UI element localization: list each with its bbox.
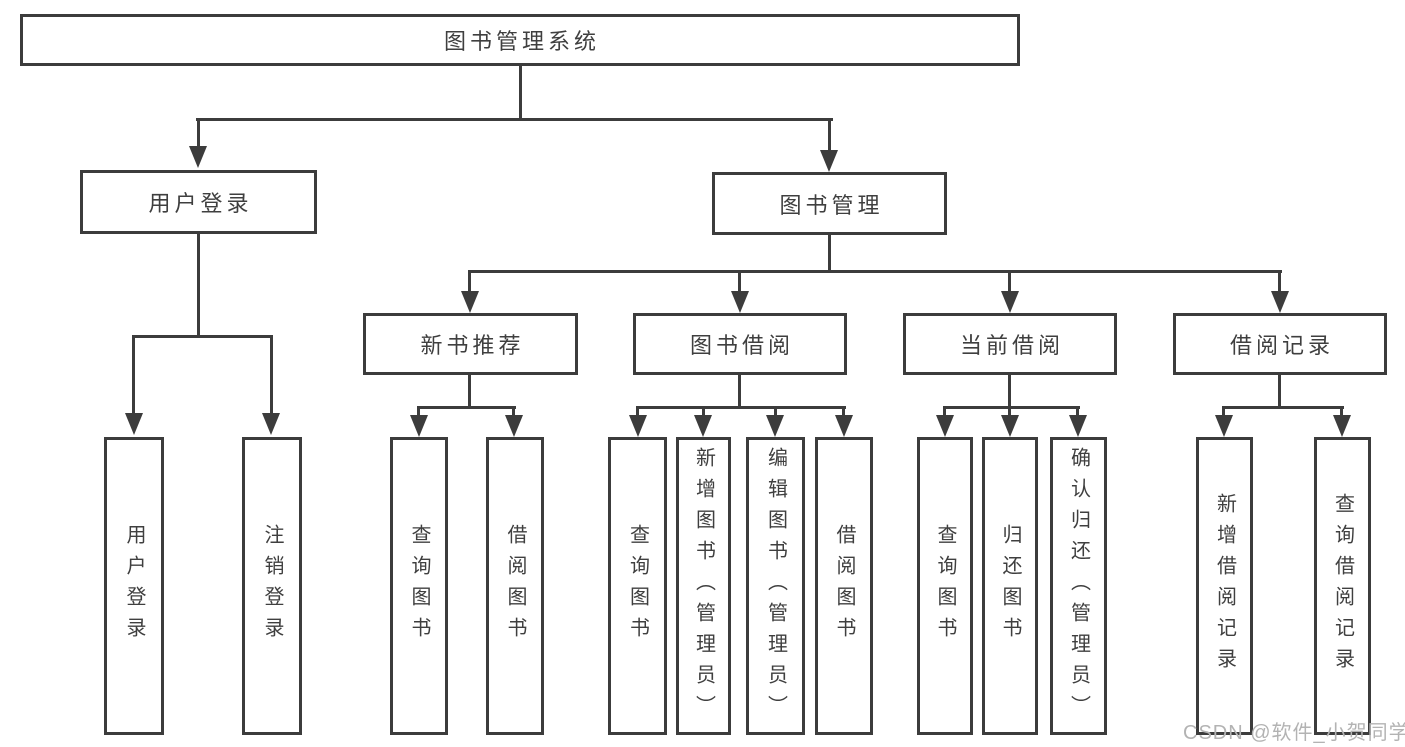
arrowhead-new-book — [461, 291, 479, 313]
leaf-borrow-books-1-label: 借阅图书 — [504, 524, 526, 648]
leaf-query-books-3-label: 查询图书 — [934, 524, 956, 648]
connector-book-mgmt-stem — [828, 235, 831, 270]
node-book-borrowing-label: 图书借阅 — [689, 333, 794, 358]
node-book-management-label: 图书管理 — [779, 192, 884, 218]
leaf-borrow-books-1: 借阅图书 — [486, 437, 544, 735]
arrowhead-leaf6 — [694, 415, 712, 437]
arrowhead-leaf9 — [936, 415, 954, 437]
leaf-edit-books-admin-label: 编辑图书（管理员） — [764, 446, 787, 726]
connector-leaf1-drop — [132, 335, 135, 413]
connector-new-book-drop — [468, 270, 471, 293]
connector-book-borrow-stem — [738, 375, 741, 406]
leaf-confirm-return-admin-label: 确认归还（管理员） — [1067, 446, 1090, 726]
node-user-login-label: 用户登录 — [148, 191, 253, 216]
leaf-borrow-books-2: 借阅图书 — [815, 437, 873, 735]
arrowhead-book-mgmt — [820, 150, 838, 172]
connector-leaf11-drop — [1076, 406, 1079, 417]
connector-leaf13-drop — [1340, 406, 1343, 417]
arrowhead-leaf7 — [766, 415, 784, 437]
connector-leaf9-drop — [943, 406, 946, 417]
arrowhead-leaf1 — [125, 413, 143, 435]
connector-leaf2-drop — [270, 335, 273, 413]
connector-leaf10-drop — [1008, 406, 1011, 417]
leaf-edit-books-admin: 编辑图书（管理员） — [746, 437, 805, 735]
connector-book-borrow-drop — [738, 270, 741, 293]
leaf-logout: 注销登录 — [242, 437, 302, 735]
node-borrowing-records: 借阅记录 — [1173, 313, 1387, 375]
node-new-book-recommend: 新书推荐 — [363, 313, 578, 375]
connector-root-stem — [519, 66, 522, 118]
arrowhead-book-borrow — [731, 291, 749, 313]
connector-leaf8-drop — [842, 406, 845, 417]
connector-new-book-stem — [468, 375, 471, 406]
node-root-label: 图书管理系统 — [443, 29, 600, 54]
connector-user-login-bar — [132, 335, 273, 338]
connector-borrow-records-stem — [1278, 375, 1281, 406]
node-current-borrowing-label: 当前借阅 — [959, 333, 1064, 358]
leaf-user-login-label: 用户登录 — [123, 524, 145, 648]
arrowhead-leaf3 — [410, 415, 428, 437]
connector-leaf6-drop — [702, 406, 705, 417]
arrowhead-leaf4 — [505, 415, 523, 437]
leaf-query-borrow-record: 查询借阅记录 — [1314, 437, 1371, 735]
leaf-query-books-2: 查询图书 — [608, 437, 667, 735]
connector-leaf4-drop — [512, 406, 515, 417]
leaf-return-books-label: 归还图书 — [999, 524, 1021, 648]
leaf-add-borrow-record-label: 新增借阅记录 — [1213, 493, 1236, 679]
leaf-confirm-return-admin: 确认归还（管理员） — [1050, 437, 1107, 735]
node-user-login: 用户登录 — [80, 170, 317, 234]
leaf-query-books-3: 查询图书 — [917, 437, 973, 735]
node-root-system: 图书管理系统 — [20, 14, 1020, 66]
connector-book-mgmt-drop — [828, 118, 831, 152]
leaf-query-books-1-label: 查询图书 — [408, 524, 430, 648]
arrowhead-leaf13 — [1333, 415, 1351, 437]
connector-user-login-stem — [197, 234, 200, 335]
leaf-borrow-books-2-label: 借阅图书 — [833, 524, 855, 648]
connector-current-borrow-drop — [1008, 270, 1011, 293]
arrowhead-current-borrow — [1001, 291, 1019, 313]
connector-leaf3-drop — [417, 406, 420, 417]
arrowhead-leaf5 — [629, 415, 647, 437]
connector-root-bar — [196, 118, 833, 121]
connector-borrow-records-drop — [1278, 270, 1281, 293]
arrowhead-user-login — [189, 146, 207, 168]
leaf-add-books-admin: 新增图书（管理员） — [676, 437, 731, 735]
leaf-add-borrow-record: 新增借阅记录 — [1196, 437, 1253, 735]
csdn-watermark: CSDN @软件_小贺同学 — [1183, 722, 1405, 744]
leaf-query-books-1: 查询图书 — [390, 437, 448, 735]
leaf-user-login: 用户登录 — [104, 437, 164, 735]
arrowhead-leaf2 — [262, 413, 280, 435]
arrowhead-leaf10 — [1001, 415, 1019, 437]
connector-book-mgmt-bar — [468, 270, 1282, 273]
arrowhead-borrow-records — [1271, 291, 1289, 313]
node-book-borrowing: 图书借阅 — [633, 313, 847, 375]
leaf-return-books: 归还图书 — [982, 437, 1038, 735]
node-new-book-recommend-label: 新书推荐 — [420, 333, 525, 358]
connector-user-login-drop — [197, 118, 200, 148]
node-borrowing-records-label: 借阅记录 — [1229, 333, 1334, 358]
connector-leaf12-drop — [1222, 406, 1225, 417]
arrowhead-leaf11 — [1069, 415, 1087, 437]
connector-new-book-bar — [417, 406, 516, 409]
node-current-borrowing: 当前借阅 — [903, 313, 1117, 375]
leaf-query-borrow-record-label: 查询借阅记录 — [1331, 493, 1354, 679]
arrowhead-leaf8 — [835, 415, 853, 437]
node-book-management: 图书管理 — [712, 172, 947, 235]
connector-current-borrow-bar — [943, 406, 1080, 409]
connector-borrow-records-bar — [1222, 406, 1344, 409]
connector-current-borrow-stem — [1008, 375, 1011, 406]
leaf-add-books-admin-label: 新增图书（管理员） — [692, 446, 715, 726]
connector-leaf7-drop — [774, 406, 777, 417]
arrowhead-leaf12 — [1215, 415, 1233, 437]
leaf-query-books-2-label: 查询图书 — [626, 524, 649, 648]
leaf-logout-label: 注销登录 — [261, 524, 283, 648]
connector-book-borrow-bar — [636, 406, 846, 409]
connector-leaf5-drop — [636, 406, 639, 417]
